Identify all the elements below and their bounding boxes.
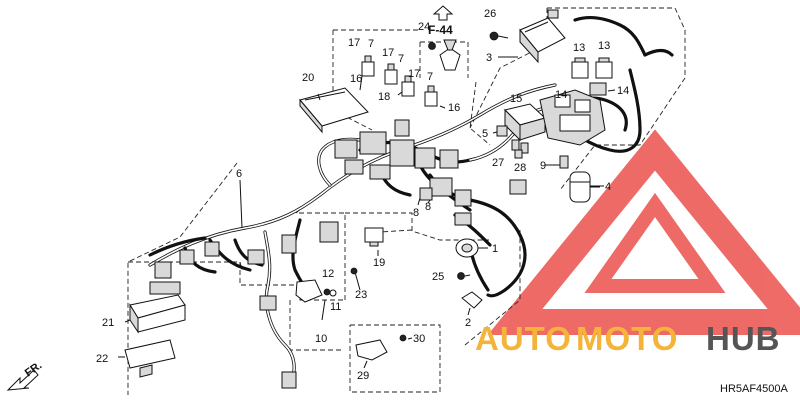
- label-10: 10: [315, 333, 327, 345]
- part-19-connector: [364, 227, 384, 247]
- label-14b: 14: [617, 85, 629, 97]
- part-25-bolt: [457, 272, 465, 280]
- label-21: 21: [102, 317, 114, 329]
- label-6: 6: [236, 168, 242, 180]
- direction-label: FR.: [23, 359, 44, 379]
- watermark-logo: [487, 129, 800, 335]
- label-19: 19: [373, 257, 385, 269]
- watermark-text-auto: AUTO: [475, 320, 572, 357]
- label-3: 3: [486, 52, 492, 64]
- label-8a: 8: [413, 207, 419, 219]
- page-reference-label: F-44: [428, 23, 453, 37]
- label-1: 1: [492, 243, 498, 255]
- part-14-connector: [589, 82, 607, 96]
- label-17a: 17: [348, 37, 360, 49]
- part-29-bracket: [355, 334, 407, 361]
- diagram-code: HR5AF4500A: [720, 383, 789, 395]
- label-14a: 14: [555, 89, 567, 101]
- label-27: 27: [492, 157, 504, 169]
- label-7a: 7: [368, 38, 374, 50]
- part-22-cover: [124, 339, 176, 378]
- label-2: 2: [465, 317, 471, 329]
- part-3-ecu: [519, 9, 566, 64]
- label-16a: 16: [350, 73, 362, 85]
- watermark-triangle: [487, 129, 800, 335]
- label-30: 30: [413, 333, 425, 345]
- label-9: 9: [540, 160, 546, 172]
- page-reference-arrow: [432, 5, 454, 21]
- label-16b: 16: [448, 102, 460, 114]
- part-26-bolt: [489, 31, 509, 41]
- watermark-text: AUTO MOTO HUB: [475, 320, 781, 357]
- watermark-text-moto: MOTO: [576, 320, 678, 357]
- watermark-text-hub: HUB: [706, 320, 781, 357]
- label-23: 23: [355, 289, 367, 301]
- direction-arrow-icon: [6, 369, 39, 391]
- label-25: 25: [432, 271, 444, 283]
- part-number-labels: 1 2 3 4 5 6 8 8 9 10 11 12 13 13 14 14 1…: [96, 8, 629, 382]
- part-23-bolt: [350, 267, 361, 291]
- part-14-relay-box: [539, 89, 606, 146]
- label-13a: 13: [573, 42, 585, 54]
- harness-connectors: [154, 119, 527, 389]
- label-24: 24: [418, 21, 430, 33]
- part-15-fuse-box: [504, 103, 546, 142]
- part-4-sensor: [569, 171, 600, 203]
- part-24-bolt: [428, 39, 461, 71]
- label-12: 12: [322, 268, 334, 280]
- label-17c: 17: [408, 68, 420, 80]
- parts-27-28-fuses: [511, 139, 529, 159]
- part-13-relays: [571, 57, 613, 79]
- label-11: 11: [330, 301, 341, 313]
- label-29: 29: [357, 370, 369, 382]
- label-17b: 17: [382, 47, 394, 59]
- label-5: 5: [482, 128, 488, 140]
- label-18: 18: [378, 91, 390, 103]
- label-13b: 13: [598, 40, 610, 52]
- label-7c: 7: [427, 71, 433, 83]
- label-8b: 8: [425, 201, 431, 213]
- part-1-component: [455, 238, 479, 258]
- front-direction-indicator: FR.: [6, 359, 44, 391]
- label-15: 15: [510, 93, 522, 105]
- label-7b: 7: [398, 53, 404, 65]
- part-5-fuse: [496, 125, 508, 137]
- part-2-cap: [461, 291, 483, 309]
- label-4: 4: [605, 181, 611, 193]
- relay-group: [361, 55, 438, 107]
- label-26: 26: [484, 8, 496, 20]
- part-10-sensor: [295, 279, 337, 303]
- part-20-cover: [299, 87, 369, 134]
- part-21-module: [129, 281, 186, 334]
- label-20: 20: [302, 72, 314, 84]
- label-28: 28: [514, 162, 526, 174]
- leader-lines: [118, 56, 616, 369]
- label-22: 22: [96, 353, 108, 365]
- part-9-clip: [559, 155, 569, 169]
